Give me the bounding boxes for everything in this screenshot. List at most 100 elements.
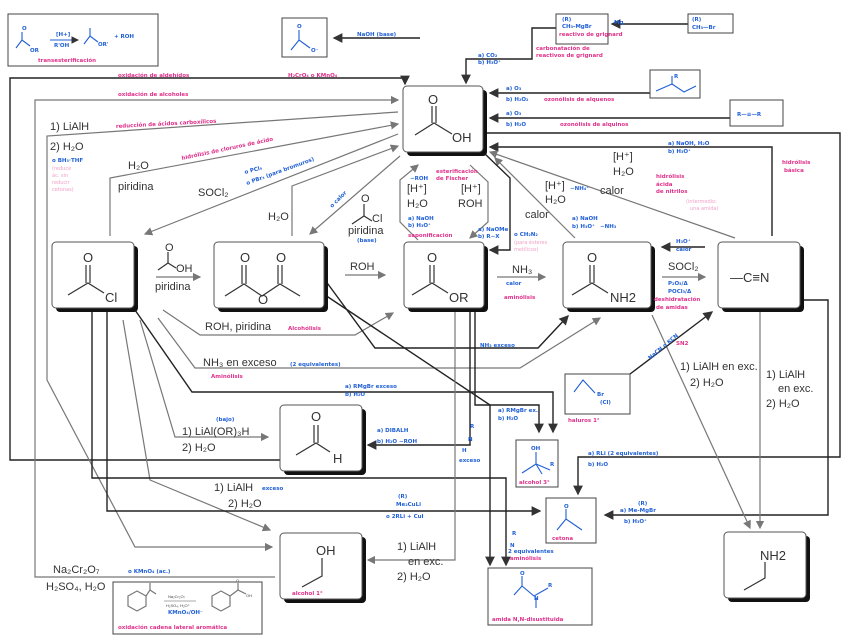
methyl-bromide-box: (R) CH₃—Br [687, 13, 734, 34]
r-label: R [550, 462, 555, 468]
reagent-label: H₂SO₄, H₂O [46, 581, 106, 593]
arrow-anhydride-hydrolysis [291, 144, 400, 236]
alkyne-box: R—≡—R [729, 99, 784, 127]
primary-alcohol-box: OH alcohol 1° [279, 532, 366, 603]
carboxylate-box: O O⁻ [281, 17, 328, 58]
primary-alcohol-label: alcohol 1° [292, 591, 323, 597]
reagent-label: 2) H₂O [50, 141, 84, 153]
annotation: oxidación de aldehídos [118, 72, 190, 79]
annotation: o CH₂N₂ [514, 232, 538, 238]
arrow-acid-to-ester-alkylation [483, 152, 511, 255]
arrow-chloride-hydrolysis [109, 121, 400, 236]
annotation: oxidación de alcoholes [118, 91, 189, 98]
annotation: a) RMgBr ex. [498, 408, 538, 414]
ketone-label: cetona [552, 536, 573, 542]
reagent-label: H₂O [268, 211, 289, 223]
annotation: a) Me-MgBr [620, 508, 656, 514]
annotation: o PCl₅ [244, 165, 264, 176]
reagent-label: SOCl₂ [198, 187, 229, 199]
alkyl-halide-box: Br (Cl) haluros 1° [564, 373, 631, 424]
alkylbenzene-label: oxidación cadena lateral aromática [118, 624, 227, 631]
annotation: POCl₃/Δ [668, 289, 692, 295]
annotation: NaOH (base) [357, 32, 397, 38]
nh2-label: NH2 [760, 548, 786, 563]
arrow-nitrile-acid-hydrolysis [488, 150, 736, 239]
annotation: aminólisis [504, 294, 536, 301]
nn-amide-label: amida N,N-disustituida [492, 617, 564, 623]
o-minus-label: O⁻ [311, 48, 319, 54]
amine-box: NH2 [723, 531, 810, 602]
o-label: O [236, 578, 239, 583]
reagent-label: 1) LiAl(OR)₃H [182, 426, 249, 438]
annotation: Alcohólisis [288, 325, 322, 332]
reagent-label: 2) H₂O [766, 398, 800, 410]
cl-label: (Cl) [600, 400, 611, 406]
reagent-label: piridina [348, 225, 384, 237]
reagent-label: OH [176, 263, 193, 275]
aldehyde-box: O H [279, 404, 366, 475]
arrow-anhydride-to-amide [324, 279, 569, 349]
transesterification-box: O OR [H+] R'OH OR' + ROH transesterifica… [7, 13, 159, 67]
o-label: O [83, 250, 93, 265]
annotation: R [470, 424, 475, 430]
arrow-to-aldehyde [139, 319, 270, 442]
r-label: (R) [692, 17, 702, 23]
annotation: b) H₂O [506, 122, 526, 128]
annotation: o KMnO₄ (ac.) [128, 569, 171, 575]
annotation: Me₂CuLi [396, 502, 421, 508]
arrow-memgbr [603, 299, 829, 520]
arrow-acid-reduction [46, 111, 399, 552]
alkyne-formula: R—≡—R [737, 112, 762, 118]
reagent-label: 1) LiAlH [766, 369, 805, 381]
annotation: NH₃ exceso [480, 343, 515, 349]
annotation: de Fischer [436, 176, 468, 182]
arrow-aminolysis [157, 317, 602, 369]
annotation: b) H₃O⁺ [478, 59, 501, 66]
nitrile-box: —C≡N [717, 241, 804, 312]
annotation: deshidratación [654, 296, 700, 303]
ester-box: O OR [403, 241, 488, 312]
nitrile-formula: —C≡N [730, 270, 769, 285]
annotation: básica [784, 167, 804, 174]
annotation: (bajo) [216, 417, 235, 423]
annotation: a) CO₂ [478, 53, 498, 59]
arrow-basic-hydrolysis [488, 142, 773, 236]
annotation: NaCN o KCN [647, 333, 680, 362]
annotation: a) NaOMe [478, 227, 509, 233]
reagent-label: calor [525, 209, 549, 221]
catalyst-label: [H+] [56, 32, 71, 38]
alkene-box: R [649, 69, 701, 99]
oh-label: OH [246, 593, 252, 598]
annotation: H [462, 448, 467, 454]
annotation: b) H₂O [498, 416, 518, 422]
or2-label: OR' [98, 42, 109, 48]
annotation: ác. sin [52, 172, 68, 179]
reagent-label: H₂O [128, 160, 149, 172]
annotation: saponificación [408, 232, 452, 239]
annotation: N [468, 437, 473, 443]
annotation: cetonas) [52, 187, 74, 193]
annotation: hidrólisis [782, 159, 811, 166]
annotation: ozonólisis de alquinos [560, 121, 629, 128]
annotation: H₂CrO₄ o KMnO₄ [288, 73, 338, 79]
carboxylic-acid-box: O OH [402, 85, 487, 156]
arrow-ester-hydrolysis [399, 164, 419, 241]
annotation: Mg [614, 20, 623, 26]
annotation: (intermedio: [686, 199, 717, 205]
annotation: N [510, 543, 515, 549]
arrow-carbonation [461, 27, 556, 85]
arrow-rmgbr-chloride [134, 309, 558, 434]
arrow-fischer [469, 164, 489, 239]
reagent-label: SOCl₂ [668, 261, 699, 273]
h-label: H [333, 451, 342, 466]
byproduct-label: + ROH [114, 34, 134, 40]
annotation: o 2RLi + CuI [386, 514, 424, 520]
o-label: O [311, 409, 321, 424]
transesterification-label: transesterificación [38, 57, 96, 64]
annotation: aminólisis [510, 555, 542, 562]
o-label: O [165, 242, 174, 254]
annotation: metílicos) [514, 246, 538, 253]
annotation: 2 equivalentes [508, 549, 554, 555]
